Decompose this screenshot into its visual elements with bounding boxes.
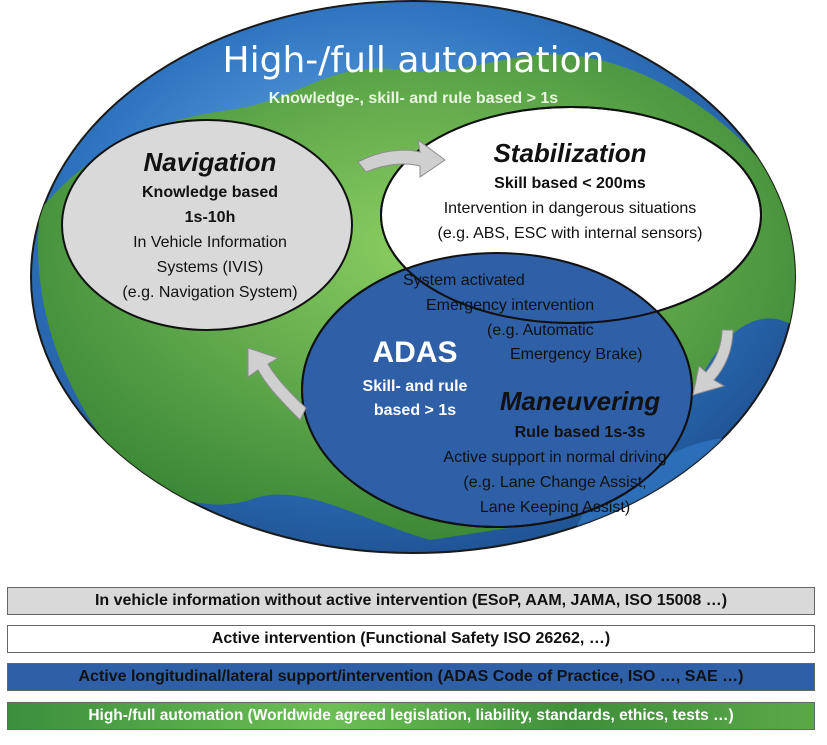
outer-title: High-/full automation [222, 40, 605, 81]
cycle-arrow-icon [247, 347, 307, 421]
adas-line-1: Skill- and rule [362, 378, 468, 395]
navigation-desc-3: (e.g. Navigation System) [122, 284, 298, 301]
stabilization-desc-1: Intervention in dangerous situations [443, 200, 697, 217]
navigation-desc-2: Systems (IVIS) [156, 259, 264, 276]
adas-title: ADAS [372, 336, 458, 369]
stabilization-timing: Skill based < 200ms [494, 175, 646, 192]
legend-bar-automation: High-/full automation (Worldwide agreed … [7, 702, 815, 730]
navigation-timing-label: Knowledge based [141, 184, 279, 201]
maneuvering-desc-1: Active support in normal driving [443, 449, 667, 466]
navigation-desc-1: In Vehicle Information [133, 234, 287, 251]
stabilization-title: Stabilization [493, 138, 647, 168]
overlap-line-4: Emergency Brake) [510, 346, 643, 363]
navigation-title: Navigation [143, 147, 277, 177]
legend-bar-info: In vehicle information without active in… [7, 587, 815, 615]
maneuvering-timing: Rule based 1s-3s [514, 424, 646, 441]
overlap-line-3: (e.g. Automatic [487, 322, 594, 339]
cycle-arrow-icon [692, 329, 734, 396]
stabilization-desc-2: (e.g. ABS, ESC with internal sensors) [437, 225, 703, 242]
navigation-circle [61, 119, 353, 331]
overlap-line-2: Emergency intervention [426, 297, 595, 314]
maneuvering-desc-3: Lane Keeping Assist) [479, 499, 631, 516]
overlap-line-1: System activated [403, 272, 525, 289]
maneuvering-desc-2: (e.g. Lane Change Assist, [463, 474, 647, 491]
navigation-timing: 1s-10h [184, 209, 236, 226]
legend-bar-adas: Active longitudinal/lateral support/inte… [7, 663, 815, 691]
maneuvering-title: Maneuvering [499, 386, 661, 416]
automation-diagram [30, 0, 796, 554]
legend-bar-intervention: Active intervention (Functional Safety I… [7, 625, 815, 653]
outer-subtitle: Knowledge-, skill- and rule based > 1s [268, 90, 559, 107]
cycle-arrow-icon [357, 138, 446, 178]
adas-line-2: based > 1s [373, 402, 457, 419]
